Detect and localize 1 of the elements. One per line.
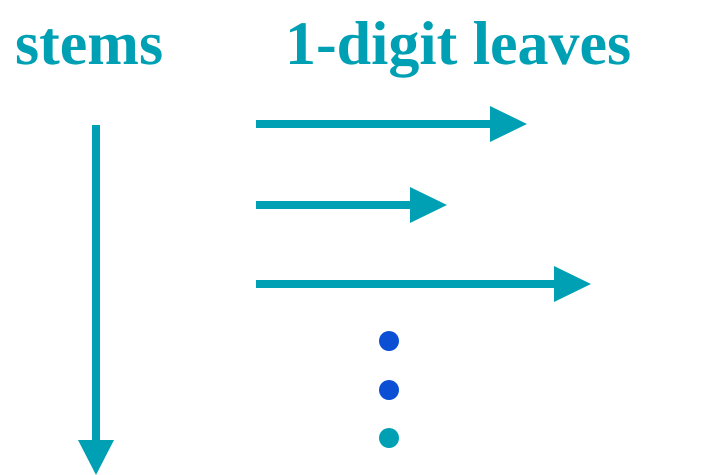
- axis-label: stems: [15, 13, 164, 75]
